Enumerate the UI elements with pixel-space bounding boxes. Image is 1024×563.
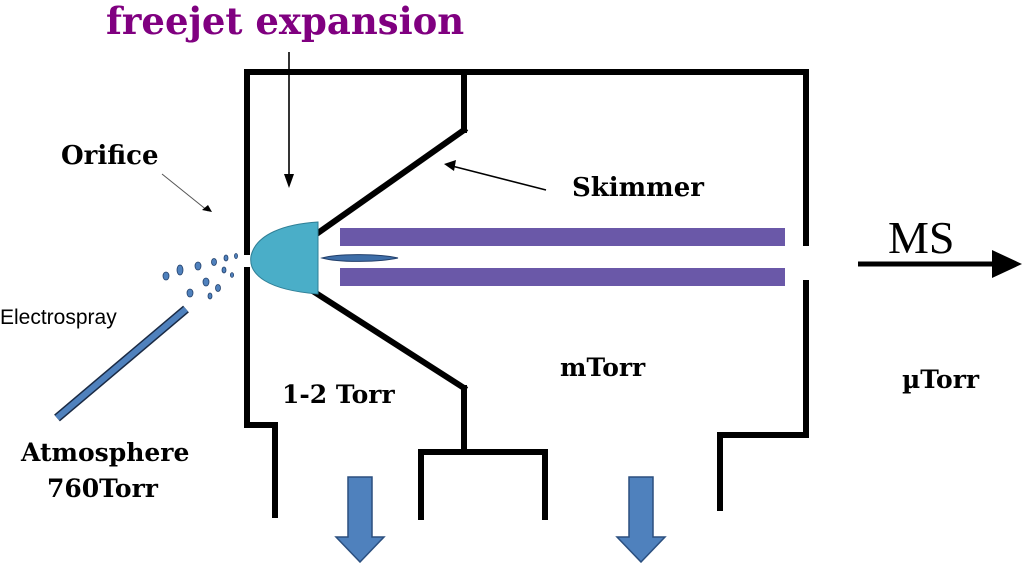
freejet-callout-arrow — [284, 52, 294, 188]
atmosphere-label: Atmosphere — [20, 438, 189, 467]
ion-beam — [320, 254, 399, 262]
droplet — [162, 271, 170, 281]
ion-guide-rod-upper — [340, 228, 785, 246]
left-pump-port-wall — [244, 422, 278, 518]
stage3-pressure-label: µTorr — [902, 365, 980, 394]
orifice-label: Orifice — [61, 141, 159, 171]
skimmer-label: Skimmer — [572, 173, 704, 203]
freejet-expansion-label: freejet expansion — [106, 0, 464, 43]
droplet — [186, 288, 194, 298]
stage1-pressure-label: 1-2 Torr — [282, 380, 395, 409]
droplet — [211, 258, 217, 266]
ion-guide-rod-lower — [340, 268, 785, 286]
pump-arrow-stage2 — [615, 476, 667, 563]
orifice-callout-arrow — [161, 173, 212, 212]
droplet — [202, 277, 210, 287]
droplet — [176, 264, 184, 276]
spray-droplets — [162, 253, 238, 300]
droplet — [207, 292, 213, 300]
droplet — [194, 261, 202, 271]
middle-pump-port — [418, 449, 548, 520]
droplet — [221, 266, 227, 274]
chamber-walls — [244, 69, 809, 520]
ms-label: MS — [888, 212, 954, 263]
electrospray-needle — [55, 306, 188, 421]
pump-arrow-stage1 — [334, 476, 386, 563]
right-pump-port-wall — [717, 432, 809, 511]
skimmer-upper-wall — [303, 125, 469, 245]
skimmer-callout-arrow — [444, 160, 547, 191]
droplet — [229, 272, 234, 278]
stage2-pressure-label: mTorr — [560, 353, 646, 382]
freejet-plume — [250, 221, 319, 295]
ms-arrow — [858, 250, 1022, 278]
droplet — [223, 254, 229, 262]
atmosphere-pressure-label: 760Torr — [47, 474, 159, 503]
electrospray-label: Electrospray — [0, 306, 117, 329]
droplet — [234, 253, 238, 259]
skimmer-lower-wall — [303, 283, 469, 393]
droplet — [215, 284, 221, 292]
